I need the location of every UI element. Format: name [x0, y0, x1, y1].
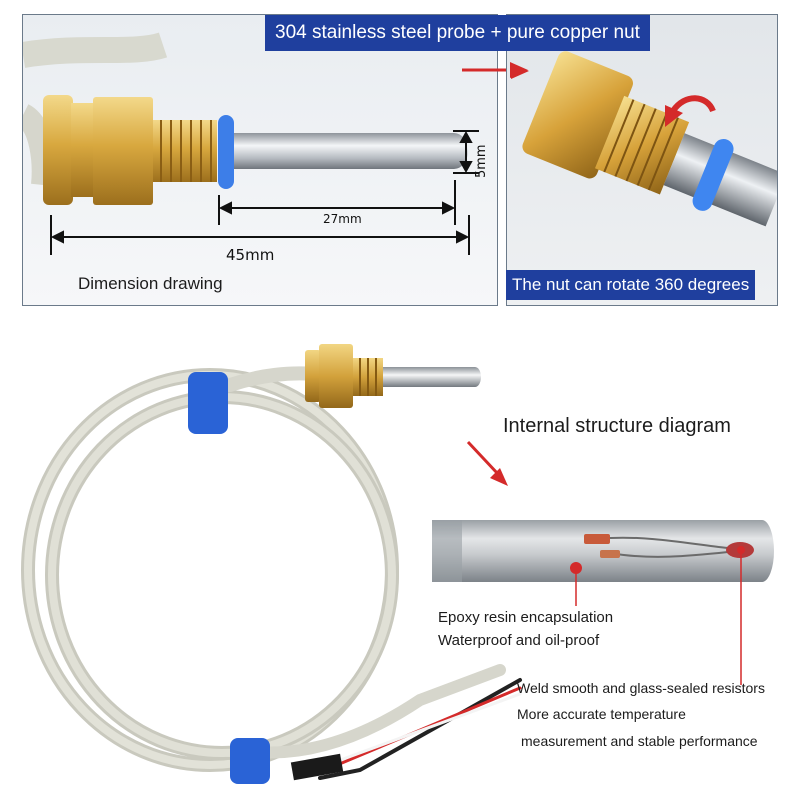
diameter-label: 5mm [474, 144, 489, 178]
dimension-photo [23, 15, 497, 305]
accuracy-label-line2: measurement and stable performance [521, 733, 758, 749]
accuracy-label-line1: More accurate temperature [517, 706, 686, 722]
probe-length-label: 27mm [323, 212, 362, 226]
probe-fitting [305, 344, 481, 408]
dimension-caption: Dimension drawing [78, 274, 223, 293]
red-arrow-icon [466, 440, 508, 486]
total-length-label: 45mm [226, 246, 275, 264]
epoxy-label: Epoxy resin encapsulation [438, 609, 614, 626]
nut-rotation-photo-panel [506, 14, 778, 306]
internal-probe-cutaway [432, 520, 774, 685]
rotate-arrow-icon [665, 95, 716, 127]
material-banner: 304 stainless steel probe + pure copper … [265, 15, 650, 51]
weld-label: Weld smooth and glass-sealed resistors [517, 680, 765, 696]
blue-tape [188, 372, 270, 784]
nut-rotation-photo [507, 15, 777, 305]
internal-structure-title: Internal structure diagram [503, 415, 731, 437]
dimension-photo-panel [22, 14, 498, 306]
rotation-banner: The nut can rotate 360 degrees [506, 270, 756, 300]
waterproof-label: Waterproof and oil-proof [438, 632, 600, 649]
